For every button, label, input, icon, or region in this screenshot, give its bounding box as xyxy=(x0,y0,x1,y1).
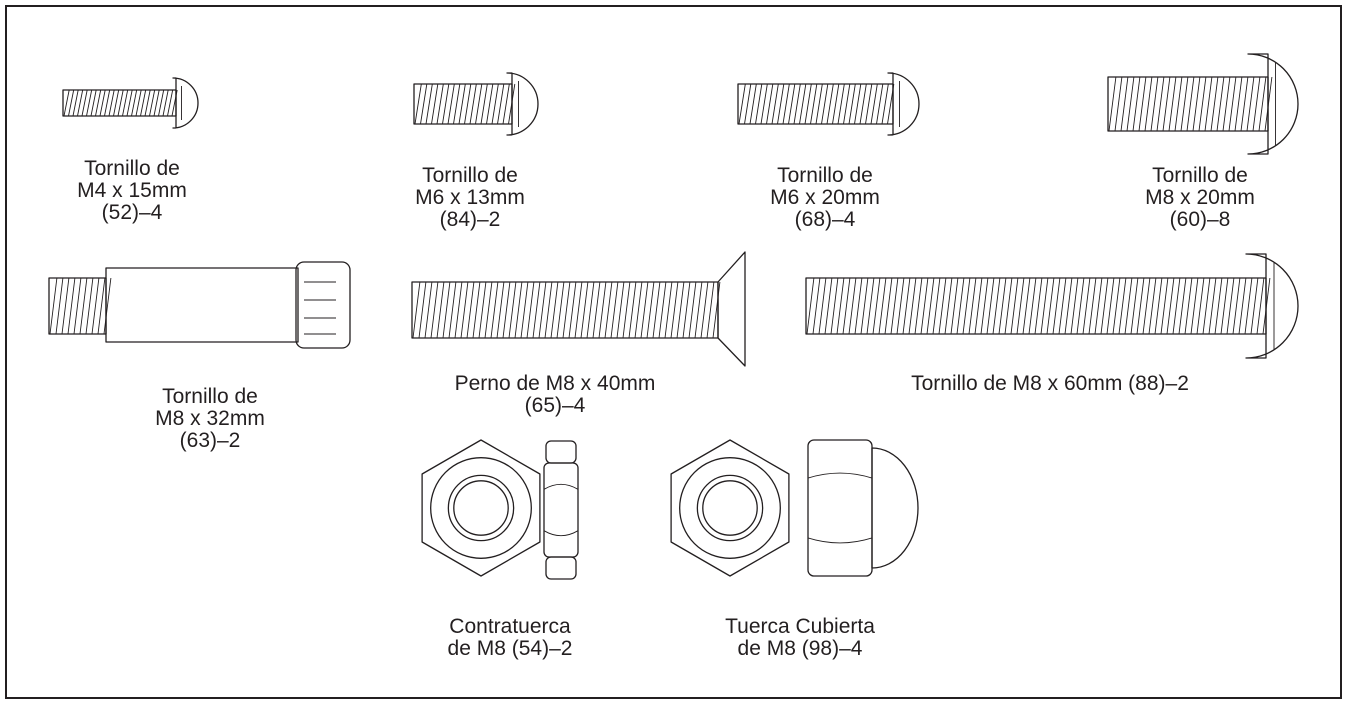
socket-knurl-lines xyxy=(304,281,336,335)
screw-m8-60-icon xyxy=(805,253,1299,359)
thread-lines xyxy=(414,83,516,125)
nut-side-body xyxy=(807,439,873,577)
hardware-panel-border xyxy=(5,5,1342,699)
thread-lines xyxy=(412,281,721,339)
caption-line: M8 x 32mm xyxy=(155,407,265,430)
caption-line: Perno de M8 x 40mm xyxy=(454,372,656,395)
caption-line: (84)–2 xyxy=(439,208,501,231)
screw-head xyxy=(506,72,539,136)
nut-side-flat-bottom xyxy=(807,537,873,544)
caption-line: (68)–4 xyxy=(794,208,856,231)
nut-side-flat-top xyxy=(807,472,873,479)
caption-shoulder-screw-m8-32: Tornillo de M8 x 32mm (63)–2 xyxy=(130,386,290,452)
caption-bolt-m8-40: Perno de M8 x 40mm (65)–4 xyxy=(425,373,685,417)
caption-screw-m6-20: Tornillo de M6 x 20mm (68)–4 xyxy=(750,165,900,231)
nut-bore-outer xyxy=(447,474,515,542)
nut-hex-face xyxy=(670,439,790,577)
screw-head xyxy=(1247,53,1299,155)
cap-nut-m8-icon xyxy=(670,439,919,577)
nylon-insert-ring-top xyxy=(545,440,577,464)
screw-m8-20-icon xyxy=(1107,53,1299,155)
caption-line: Contratuerca xyxy=(449,615,571,638)
caption-line: Tornillo de xyxy=(1152,164,1248,187)
caption-line: Tornillo de xyxy=(84,157,180,180)
thread-lines xyxy=(63,89,178,117)
screw-head xyxy=(1245,253,1299,359)
nut-bore-inner xyxy=(702,480,758,536)
caption-line: M8 x 20mm xyxy=(1145,186,1255,209)
caption-line: M6 x 13mm xyxy=(415,186,525,209)
nylon-insert-ring xyxy=(545,556,577,580)
thread-lines xyxy=(806,277,1271,335)
caption-line: Tornillo de xyxy=(422,164,518,187)
caption-line: Tornillo de M8 x 60mm (88)–2 xyxy=(911,372,1189,395)
caption-line: M6 x 20mm xyxy=(770,186,880,209)
caption-line: de M8 (54)–2 xyxy=(447,637,573,660)
screw-head xyxy=(887,72,920,136)
thread-lines xyxy=(738,83,895,125)
caption-line: Tuerca Cubierta xyxy=(725,615,875,638)
caption-line: (52)–4 xyxy=(101,201,163,224)
caption-locknut-m8: Contratuerca de M8 (54)–2 xyxy=(425,616,595,660)
nut-side-flat-bottom xyxy=(543,530,579,537)
nut-side-body xyxy=(543,462,579,558)
caption-line: (65)–4 xyxy=(524,394,586,417)
socket-head xyxy=(295,261,351,349)
locknut-m8-icon xyxy=(421,439,579,580)
nut-chamfer-circle xyxy=(679,457,781,559)
shoulder-body xyxy=(105,267,299,343)
caption-line: (60)–8 xyxy=(1169,208,1231,231)
nut-hex-face xyxy=(421,439,541,577)
countersunk-head xyxy=(717,251,746,367)
thread-lines xyxy=(49,277,112,335)
caption-line: de M8 (98)–4 xyxy=(737,637,863,660)
nut-chamfer-circle xyxy=(430,457,532,559)
caption-cap-nut-m8: Tuerca Cubierta de M8 (98)–4 xyxy=(690,616,910,660)
caption-screw-m8-60: Tornillo de M8 x 60mm (88)–2 xyxy=(860,373,1240,395)
screw-m6-20-icon xyxy=(737,72,920,136)
caption-line: Tornillo de xyxy=(162,385,258,408)
caption-line: Tornillo de xyxy=(777,164,873,187)
caption-screw-m4-15: Tornillo de M4 x 15mm (52)–4 xyxy=(62,158,202,224)
caption-line: M4 x 15mm xyxy=(77,179,187,202)
bolt-m8-40-icon xyxy=(411,251,746,367)
caption-screw-m6-13: Tornillo de M6 x 13mm (84)–2 xyxy=(395,165,545,231)
caption-line: (63)–2 xyxy=(179,429,241,452)
shoulder-screw-m8-32-icon xyxy=(48,261,351,349)
nut-bore-inner xyxy=(453,480,509,536)
nut-bore-outer xyxy=(696,474,764,542)
caption-screw-m8-20: Tornillo de M8 x 20mm (60)–8 xyxy=(1120,165,1280,231)
screw-m6-13-icon xyxy=(413,72,539,136)
nut-side-flat-top xyxy=(543,483,579,490)
screw-m4-15-icon xyxy=(62,77,199,129)
screw-head xyxy=(172,77,199,129)
cap-dome xyxy=(871,447,919,569)
thread-lines xyxy=(1108,76,1273,132)
